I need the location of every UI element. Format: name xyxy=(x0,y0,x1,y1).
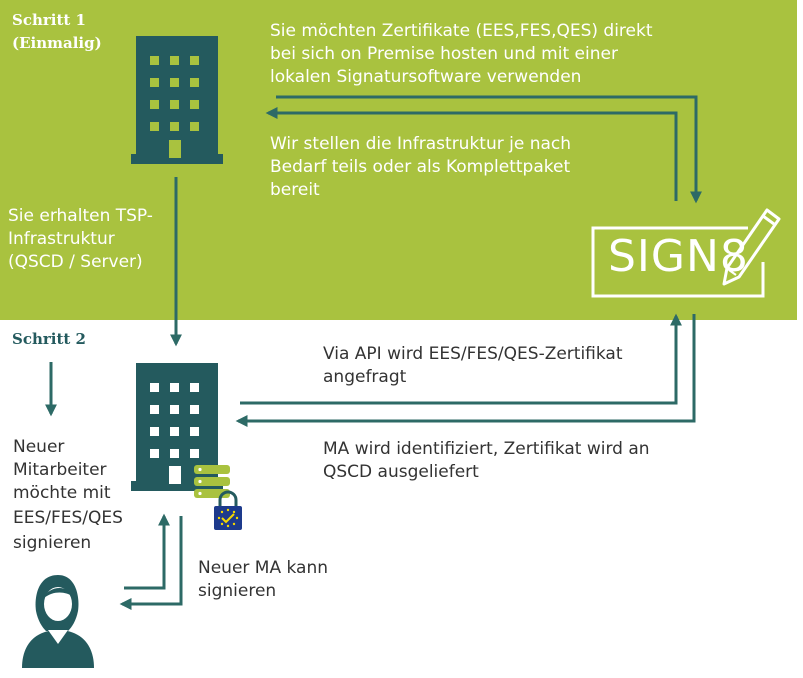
api-text-line2: angefragt xyxy=(323,367,407,387)
identified-text-line2: QSCD ausgeliefert xyxy=(323,462,479,482)
tsp-text-line2: Infrastruktur xyxy=(8,229,115,249)
step1-subtitle: (Einmalig) xyxy=(12,34,102,52)
employee-text-line1: Neuer xyxy=(13,437,65,457)
offer-text-line1: Wir stellen die Infrastruktur je nach xyxy=(270,134,572,154)
arrow-request xyxy=(276,95,702,204)
step1-title: Schritt 1 xyxy=(12,11,86,29)
eu-lock-icon xyxy=(214,490,242,530)
arrow-api xyxy=(240,313,682,405)
employee-text-line4: EES/FES/QES xyxy=(13,508,123,528)
employee-text-line2: Mitarbeiter xyxy=(13,460,107,480)
arrow-identified xyxy=(235,314,696,427)
arrow-employee-request xyxy=(124,513,170,590)
tsp-text-line3: (QSCD / Server) xyxy=(8,252,143,272)
identified-text-line1: MA wird identifiziert, Zertifikat wird a… xyxy=(323,439,650,459)
person-icon xyxy=(22,575,94,668)
sign8-logo-text: SIGN8 xyxy=(608,231,749,282)
pen-icon xyxy=(722,208,781,286)
can-sign-text-line2: signieren xyxy=(198,581,277,601)
arrow-offer xyxy=(265,107,678,201)
tsp-text-line1: Sie erhalten TSP- xyxy=(8,206,153,226)
employee-text-line5: signieren xyxy=(13,533,92,553)
employee-text-line3: möchte mit xyxy=(13,483,111,503)
building-icon-step1 xyxy=(131,36,223,164)
request-text-line3: lokalen Signatursoftware verwenden xyxy=(270,67,582,87)
arrow-can-sign xyxy=(119,516,183,610)
step2-title: Schritt 2 xyxy=(12,330,86,348)
api-text-line1: Via API wird EES/FES/QES-Zertifikat xyxy=(323,344,623,364)
request-text-line2: bei sich on Premise hosten und mit einer xyxy=(270,44,618,64)
can-sign-text-line1: Neuer MA kann xyxy=(198,558,329,578)
request-text-line1: Sie möchten Zertifikate (EES,FES,QES) di… xyxy=(270,21,653,41)
offer-text-line3: bereit xyxy=(270,180,320,200)
offer-text-line2: Bedarf teils oder als Komplettpaket xyxy=(270,157,571,177)
sign8-logo-frame xyxy=(591,226,765,298)
